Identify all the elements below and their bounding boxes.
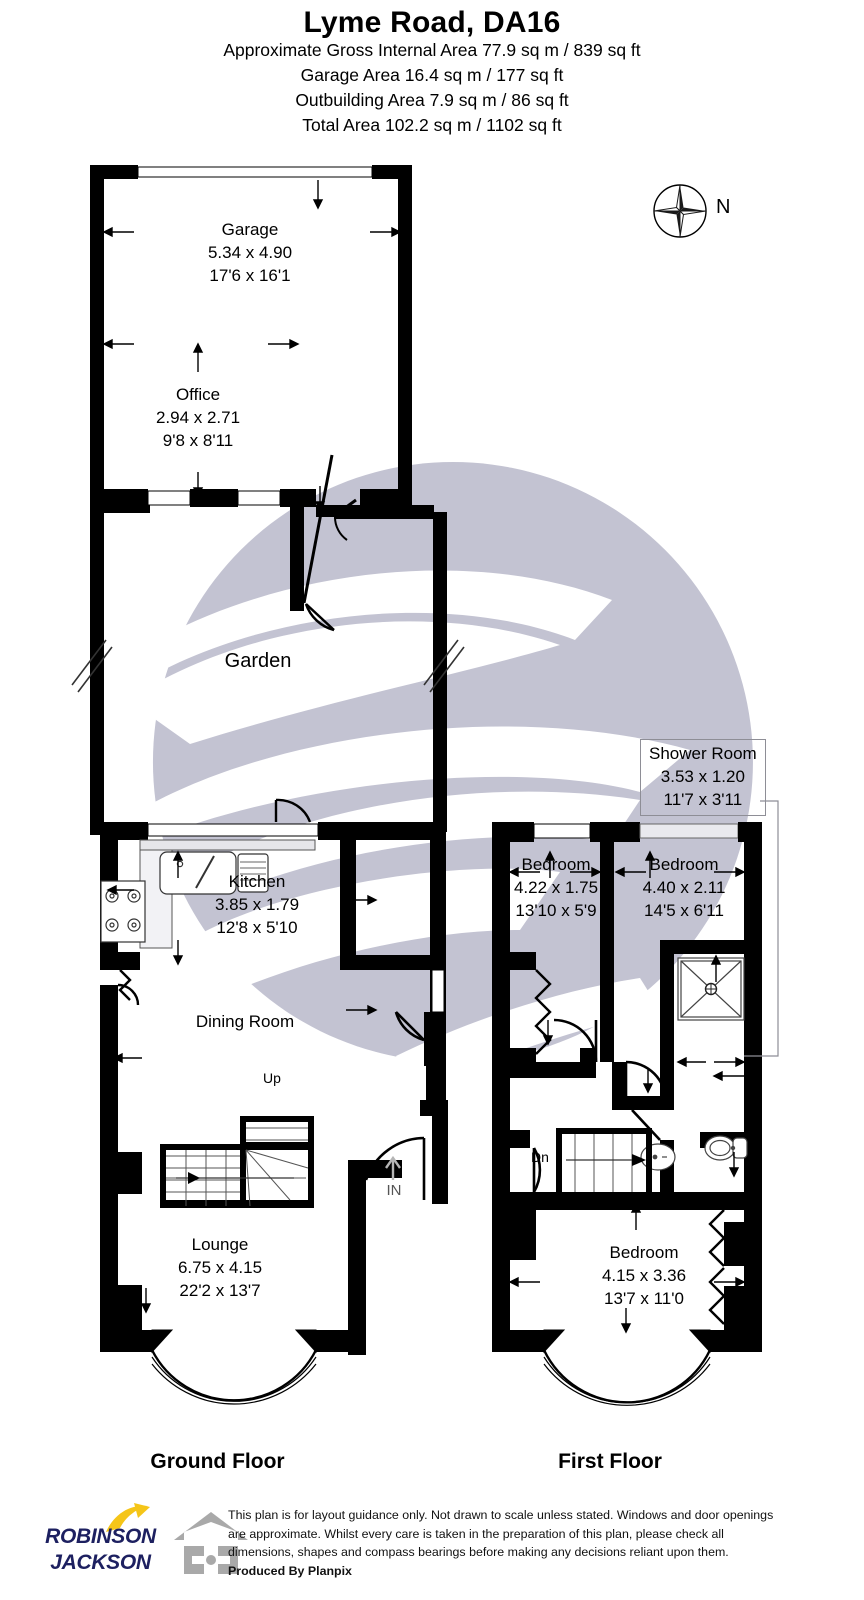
- room-imperial-bedroom-2: 14'5 x 6'11: [644, 901, 724, 920]
- produced-by-text: Produced By Planpix: [228, 1563, 352, 1578]
- area-line-outbuilding: Outbuilding Area 7.9 sq m / 86 sq ft: [295, 90, 569, 110]
- shower-room-leader-line: [744, 800, 779, 1057]
- room-metric-shower-room: 3.53 x 1.20: [660, 767, 745, 786]
- room-imperial-kitchen: 12'8 x 5'10: [216, 918, 298, 937]
- room-imperial-lounge: 22'2 x 13'7: [179, 1281, 261, 1300]
- house-icon: [174, 1512, 248, 1574]
- room-name-bedroom-2: Bedroom: [649, 855, 719, 874]
- room-name-bedroom-3: Bedroom: [609, 1243, 679, 1262]
- ground-floor-plan: [71, 165, 465, 1405]
- first-floor-plan: [492, 800, 779, 1406]
- swoosh-arrow-icon: [106, 1503, 150, 1532]
- plan-footer: ROBINSON JACKSON This plan is for layout…: [0, 1494, 864, 1600]
- kitchen-sink-icon: [159, 851, 269, 895]
- dimension-arrows-first: [508, 850, 746, 1334]
- office-door-swing: [304, 603, 335, 632]
- logo-line-1: ROBINSON: [45, 1525, 156, 1548]
- disclaimer-text: This plan is for layout guidance only. N…: [228, 1508, 774, 1559]
- first-floor-doors: [532, 1018, 668, 1193]
- garden-door-swing: [333, 516, 348, 541]
- room-name-bedroom-1: Bedroom: [521, 855, 591, 874]
- room-label-bedroom-2: Bedroom 4.40 x 2.11 14'5 x 6'11: [620, 853, 748, 922]
- room-label-kitchen: Kitchen 3.85 x 1.79 12'8 x 5'10: [166, 870, 348, 939]
- room-metric-bedroom-3: 4.15 x 3.36: [601, 1266, 687, 1285]
- room-name-lounge: Lounge: [191, 1235, 249, 1254]
- main-house-ground-walls: [100, 822, 448, 1355]
- area-line-total: Total Area 102.2 sq m / 1102 sq ft: [302, 115, 562, 135]
- toilet-icon: [704, 1135, 748, 1161]
- robinson-jackson-logo: ROBINSON JACKSON: [38, 1500, 163, 1592]
- entrance-in-arrow-icon: [385, 1155, 401, 1180]
- entrance-door: [364, 1136, 426, 1200]
- outbuilding-south-wall: [90, 489, 412, 507]
- garden-gate: [333, 498, 357, 518]
- room-label-bedroom-1: Bedroom 4.22 x 1.75 13'10 x 5'9: [500, 853, 612, 922]
- room-metric-bedroom-2: 4.40 x 2.11: [642, 878, 726, 897]
- lounge-bay-window: [150, 1329, 318, 1405]
- boundary-marks: [71, 639, 465, 693]
- area-line-garage: Garage Area 16.4 sq m / 177 sq ft: [300, 65, 564, 85]
- room-imperial-bedroom-1: 13'10 x 5'9: [515, 901, 597, 920]
- room-imperial-garage: 17'6 x 16'1: [209, 266, 291, 285]
- room-imperial-office: 9'8 x 8'11: [162, 431, 234, 450]
- room-name-kitchen: Kitchen: [228, 872, 286, 891]
- room-label-office: Office 2.94 x 2.71 9'8 x 8'11: [100, 383, 296, 452]
- room-label-lounge: Lounge 6.75 x 4.15 22'2 x 13'7: [122, 1233, 318, 1302]
- kitchen-hob-icon: [100, 880, 146, 943]
- compass-north-label: N: [716, 196, 731, 218]
- room-name-office: Office: [175, 385, 221, 404]
- room-imperial-shower-room: 11'7 x 3'11: [663, 790, 743, 809]
- stair-down-label: Dn: [531, 1149, 549, 1165]
- office-corner: [90, 489, 104, 507]
- room-name-garden: Garden: [224, 650, 292, 672]
- staircase-up: [160, 1116, 314, 1208]
- room-metric-garage: 5.34 x 4.90: [207, 243, 293, 262]
- room-metric-kitchen: 3.85 x 1.79: [214, 895, 300, 914]
- shower-tray-icon: [677, 957, 745, 1021]
- entrance-in-label: IN: [386, 1182, 402, 1199]
- room-label-bedroom-3: Bedroom 4.15 x 3.36 13'7 x 11'0: [546, 1241, 742, 1310]
- room-metric-lounge: 6.75 x 4.15: [177, 1258, 263, 1277]
- room-metric-bedroom-1: 4.22 x 1.75: [513, 878, 599, 897]
- office-door: [302, 454, 334, 604]
- plan-header: Lyme Road, DA16 Approximate Gross Intern…: [0, 0, 864, 138]
- kitchen-doors: [117, 798, 354, 1006]
- room-imperial-bedroom-3: 13'7 x 11'0: [604, 1289, 684, 1308]
- dimension-arrows-ground: [102, 180, 402, 1314]
- room-label-dining-room: Dining Room: [120, 1010, 370, 1033]
- garden-walls: [90, 165, 447, 835]
- room-label-shower-room: Shower Room 3.53 x 1.20 11'7 x 3'11: [640, 739, 766, 816]
- room-label-garden: Garden: [160, 650, 356, 673]
- first-floor-caption: First Floor: [558, 1450, 662, 1473]
- ground-floor-caption: Ground Floor: [150, 1450, 285, 1473]
- room-name-garage: Garage: [221, 220, 279, 239]
- staircase-down: [556, 1128, 652, 1194]
- disclaimer-block: This plan is for layout guidance only. N…: [228, 1506, 784, 1580]
- compass-rose-icon: [653, 184, 707, 238]
- room-label-garage: Garage 5.34 x 4.90 17'6 x 16'1: [152, 218, 348, 287]
- bedroom3-bay-window: [542, 1329, 712, 1406]
- page-title: Lyme Road, DA16: [303, 6, 561, 39]
- dining-door: [394, 1011, 425, 1042]
- area-line-gross: Approximate Gross Internal Area 77.9 sq …: [223, 40, 641, 60]
- room-metric-office: 2.94 x 2.71: [155, 408, 241, 427]
- room-name-dining-room: Dining Room: [195, 1012, 295, 1031]
- room-name-shower-room: Shower Room: [649, 744, 757, 763]
- logo-line-2: JACKSON: [50, 1551, 151, 1574]
- logo-wordmark: ROBINSON JACKSON: [38, 1524, 163, 1576]
- stair-up-label: Up: [263, 1070, 281, 1086]
